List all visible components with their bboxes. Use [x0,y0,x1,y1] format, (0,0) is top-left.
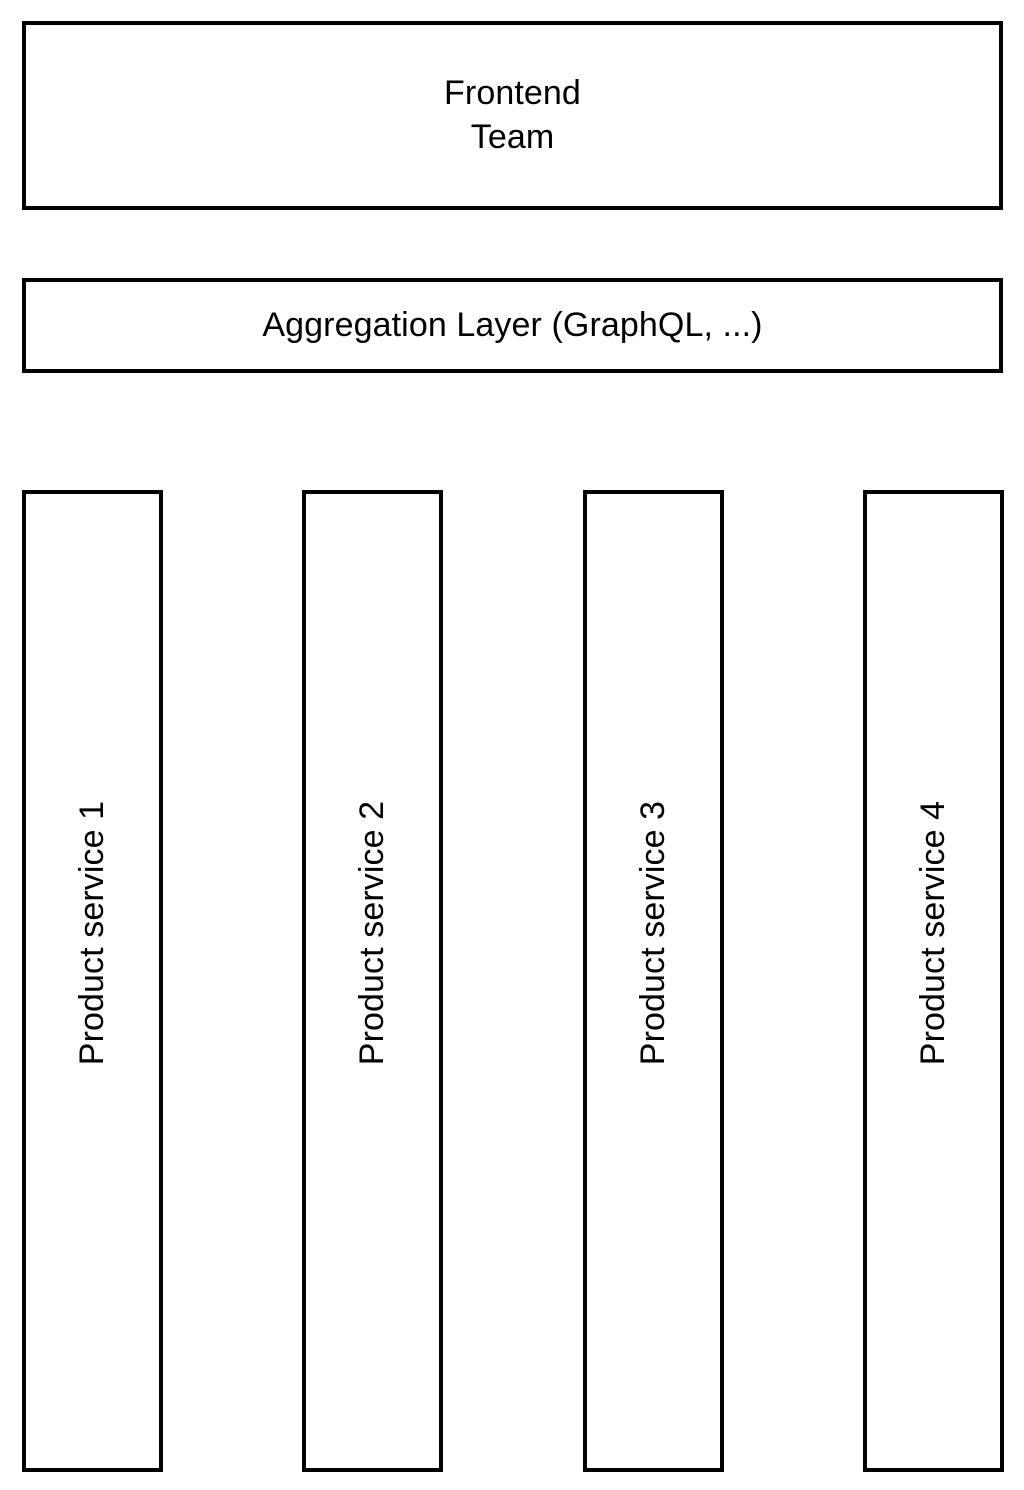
product-service-2-node[interactable]: Product service 2 [302,490,443,1472]
product-service-4-node[interactable]: Product service 4 [863,490,1004,1472]
frontend-team-node[interactable]: Frontend Team [22,21,1003,210]
product-service-4-label: Product service 4 [914,800,953,1066]
product-service-1-node[interactable]: Product service 1 [22,490,163,1472]
aggregation-layer-node[interactable]: Aggregation Layer (GraphQL, ...) [22,278,1003,373]
frontend-team-label: Frontend Team [444,73,581,156]
product-service-3-node[interactable]: Product service 3 [583,490,724,1472]
product-service-3-label: Product service 3 [634,800,673,1066]
product-service-1-label: Product service 1 [73,800,112,1066]
aggregation-layer-label: Aggregation Layer (GraphQL, ...) [262,305,763,344]
product-service-2-label: Product service 2 [353,800,392,1066]
